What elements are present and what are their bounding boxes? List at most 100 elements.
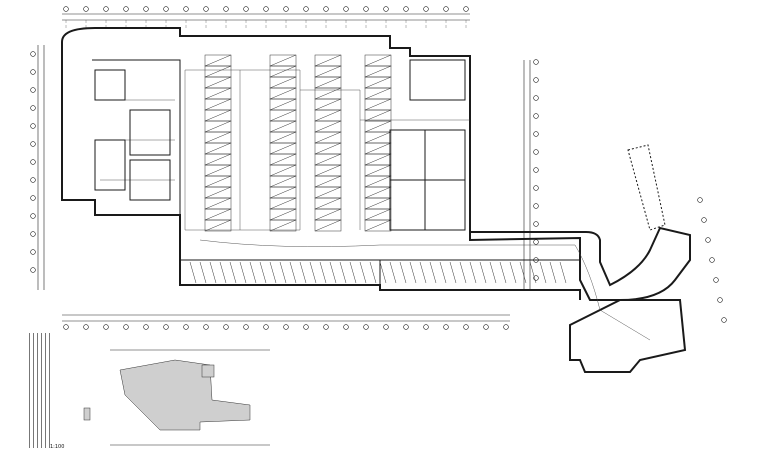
stall-line: [469, 261, 477, 284]
stall-line: [189, 261, 197, 284]
grid-bubble-bottom: [403, 324, 409, 330]
parking-stall: [204, 219, 232, 232]
grid-bubble-left: [30, 141, 36, 147]
dimension-chain-top: [62, 13, 470, 21]
stall-diagonal: [269, 142, 297, 155]
stall-line: [389, 261, 397, 284]
stall-line: [509, 261, 517, 284]
grid-bubble-right: [533, 185, 539, 191]
stall-diagonal: [269, 164, 297, 177]
grid-bubble-right: [533, 167, 539, 173]
stall-line: [489, 261, 497, 284]
stall-line: [399, 261, 407, 284]
dimension-chain-left: [37, 45, 45, 290]
grid-bubble-bottom: [483, 324, 489, 330]
stall-diagonal: [364, 120, 392, 133]
grid-bubble-top: [363, 6, 369, 12]
stall-line: [559, 261, 567, 284]
stall-diagonal: [314, 208, 342, 221]
grid-bubble-left: [30, 87, 36, 93]
grid-bubble-top: [403, 6, 409, 12]
stall-diagonal: [314, 175, 342, 188]
grid-bubble-bottom: [183, 324, 189, 330]
stall-diagonal: [314, 76, 342, 89]
grid-bubble-top: [423, 6, 429, 12]
grid-bubble-top: [443, 6, 449, 12]
grid-bubble-bottom: [163, 324, 169, 330]
stall-line: [279, 261, 287, 284]
stall-diagonal: [314, 87, 342, 100]
stall-line: [379, 261, 387, 284]
stall-diagonal: [204, 109, 232, 122]
grid-bubble-bottom: [263, 324, 269, 330]
grid-bubble-bottom: [123, 324, 129, 330]
ramp-east: [627, 144, 666, 231]
stall-diagonal: [204, 153, 232, 166]
grid-bubble-top: [103, 6, 109, 12]
stall-line: [239, 261, 247, 284]
grid-bubble-left: [30, 213, 36, 219]
dimension-chain-bottom: [62, 314, 510, 322]
stall-diagonal: [314, 186, 342, 199]
stall-diagonal: [364, 142, 392, 155]
stall-diagonal: [314, 164, 342, 177]
stall-line: [539, 261, 547, 284]
grid-bubble-east: [721, 317, 727, 323]
stall-diagonal: [364, 76, 392, 89]
grid-bubble-bottom: [303, 324, 309, 330]
stall-diagonal: [269, 175, 297, 188]
stall-line: [439, 261, 447, 284]
grid-bubble-bottom: [463, 324, 469, 330]
grid-bubble-east: [713, 277, 719, 283]
stall-line: [359, 261, 367, 284]
stall-line: [519, 261, 527, 284]
grid-bubble-bottom: [223, 324, 229, 330]
stall-line: [309, 261, 317, 284]
grid-bubble-top: [223, 6, 229, 12]
stall-diagonal: [269, 153, 297, 166]
grid-bubble-bottom: [343, 324, 349, 330]
grid-bubble-right: [533, 131, 539, 137]
grid-bubble-bottom: [103, 324, 109, 330]
grid-bubble-left: [30, 267, 36, 273]
stall-line: [449, 261, 457, 284]
stall-diagonal: [364, 175, 392, 188]
grid-bubble-left: [30, 177, 36, 183]
grid-bubble-bottom: [143, 324, 149, 330]
parking-stall: [269, 219, 297, 232]
stall-diagonal: [269, 98, 297, 111]
stall-diagonal: [269, 109, 297, 122]
west-core-rooms: [94, 69, 171, 201]
stall-line: [369, 261, 377, 284]
stall-diagonal: [204, 131, 232, 144]
stall-diagonal: [364, 98, 392, 111]
grid-bubble-right: [533, 239, 539, 245]
grid-bubble-top: [83, 6, 89, 12]
stall-line: [289, 261, 297, 284]
grid-bubble-top: [463, 6, 469, 12]
stall-diagonal: [364, 208, 392, 221]
stall-diagonal: [204, 197, 232, 210]
stall-line: [549, 261, 557, 284]
stall-line: [329, 261, 337, 284]
stall-line: [299, 261, 307, 284]
south-parking-row: [189, 261, 567, 284]
stall-diagonal: [364, 186, 392, 199]
stall-line: [349, 261, 357, 284]
grid-axis-lines: [65, 20, 467, 28]
grid-bubble-right: [533, 221, 539, 227]
stall-diagonal: [364, 65, 392, 78]
grid-bubble-top: [283, 6, 289, 12]
grid-bubble-right: [533, 149, 539, 155]
legend-swatch: [83, 407, 91, 421]
stall-diagonal: [314, 131, 342, 144]
stall-diagonal: [364, 197, 392, 210]
stall-diagonal: [269, 219, 297, 232]
stall-diagonal: [314, 219, 342, 232]
grid-bubble-east: [709, 257, 715, 263]
building-outline: [61, 27, 691, 373]
grid-bubble-east: [697, 197, 703, 203]
grid-bubble-top: [163, 6, 169, 12]
grid-bubble-top: [243, 6, 249, 12]
parking-stalls: [204, 54, 392, 232]
